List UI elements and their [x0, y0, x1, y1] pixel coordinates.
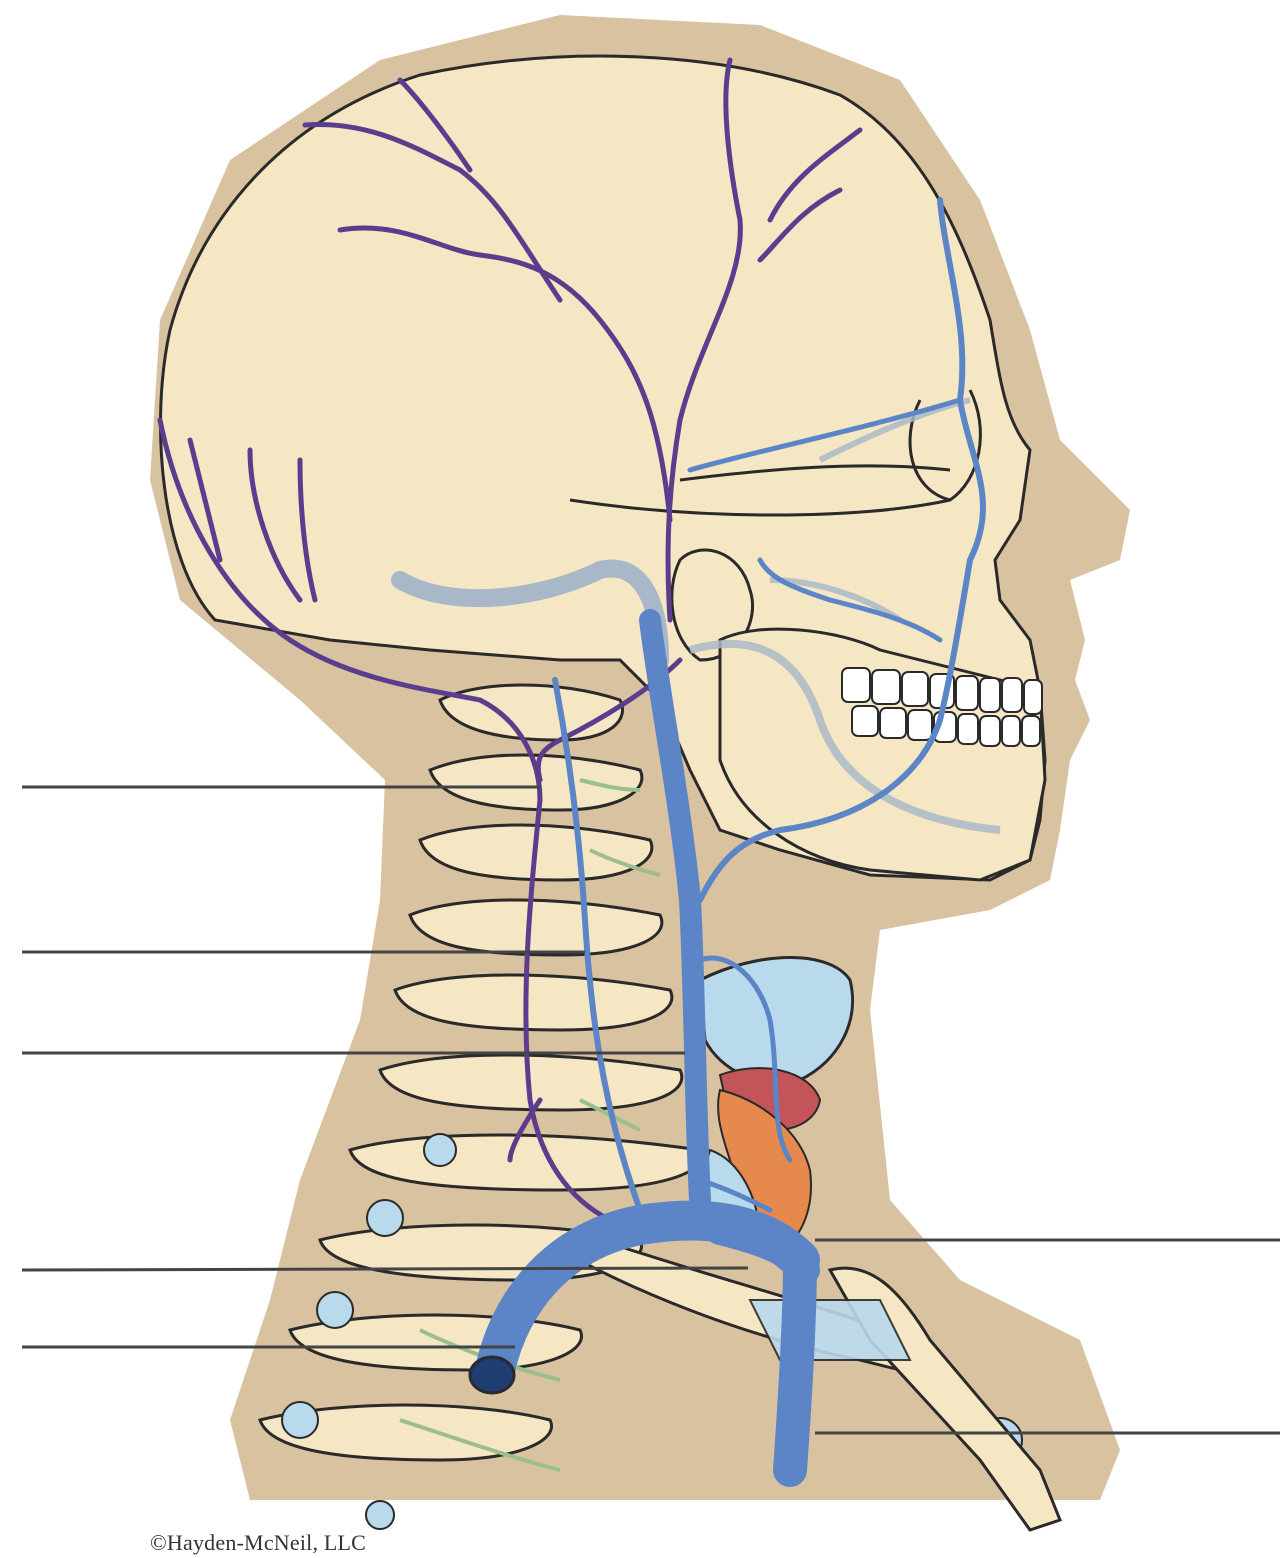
- copyright-notice: ©Hayden-McNeil, LLC: [150, 1530, 366, 1556]
- leader-line-left-4: [22, 1268, 748, 1270]
- subclavian-vein-cut-end: [470, 1357, 514, 1393]
- brachiocephalic-vein: [790, 1260, 800, 1470]
